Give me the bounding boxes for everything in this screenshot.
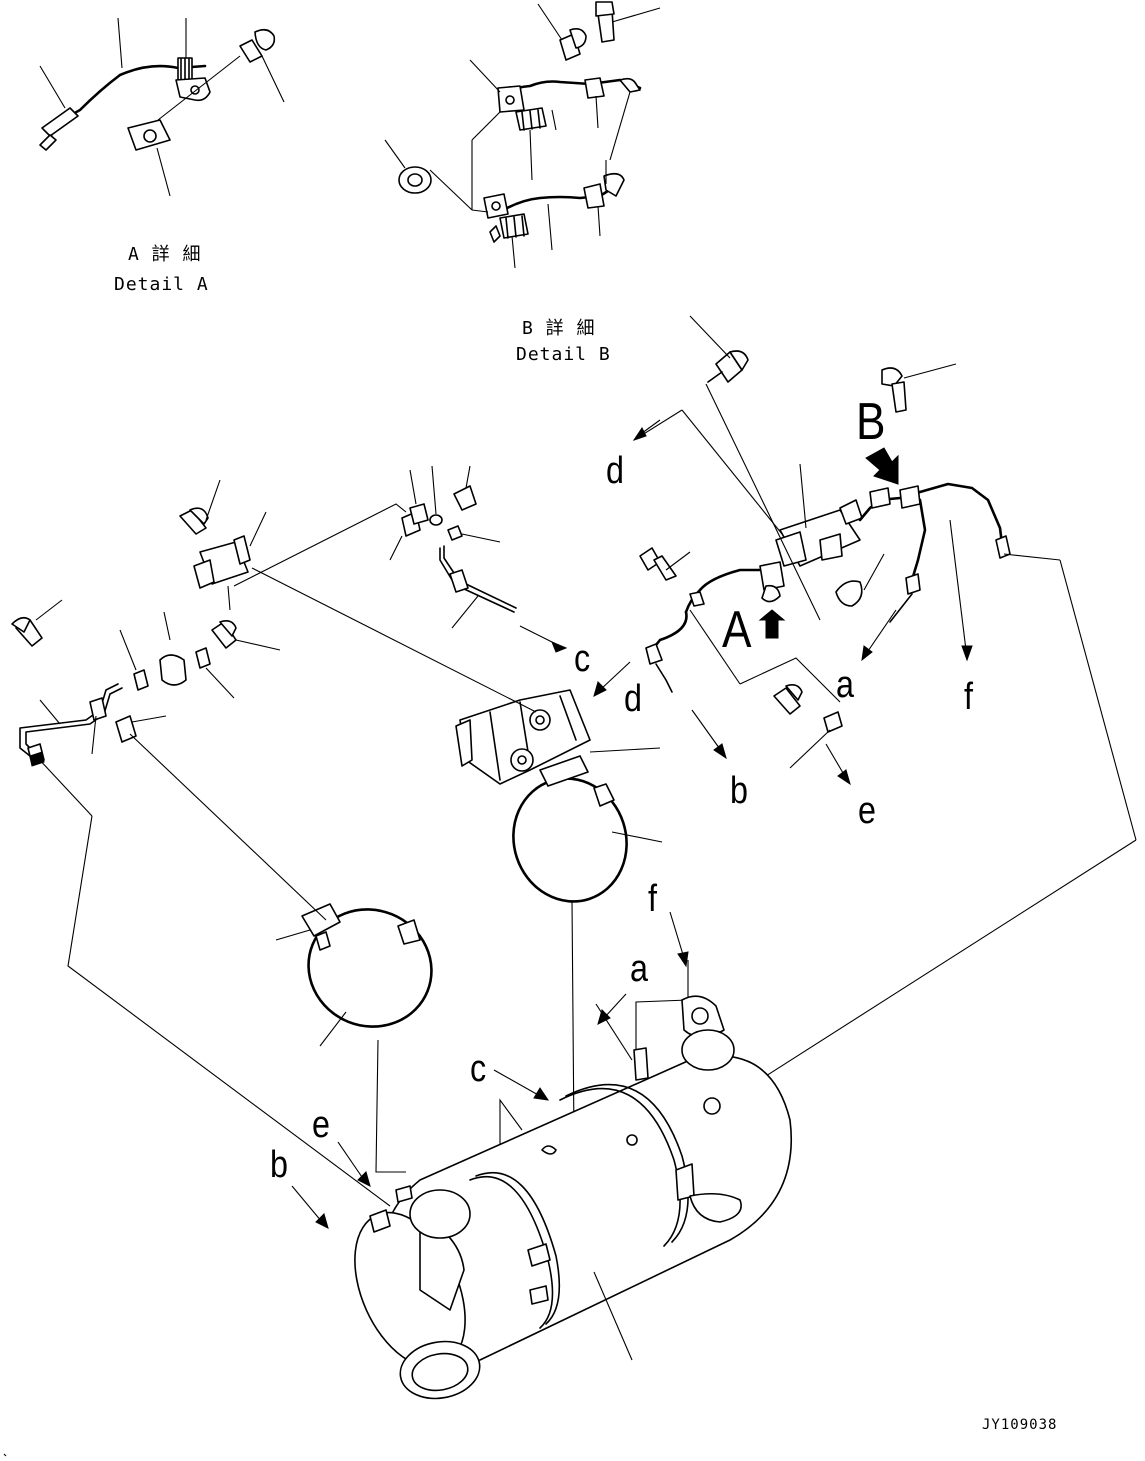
- view-marker-b: B: [856, 393, 886, 451]
- drawing-number: JY109038: [982, 1417, 1058, 1433]
- connection-label-e-mid: e: [858, 790, 876, 832]
- sensor-harness-drawing: [639, 315, 1011, 769]
- arrows: [291, 419, 973, 1229]
- connection-label-e-low: e: [312, 1104, 330, 1146]
- bracket-and-clamps: [275, 689, 663, 1047]
- connection-label-c-low: c: [470, 1048, 487, 1090]
- detail-a-caption-en: Detail A: [114, 274, 209, 295]
- detail-b-caption-jp: B 詳 細: [522, 318, 596, 339]
- connection-label-f-low: f: [648, 878, 657, 920]
- connection-label-b-low: b: [270, 1144, 288, 1186]
- detail-a-caption-jp: A 詳 細: [128, 244, 202, 265]
- aftertreatment-body: [354, 995, 792, 1400]
- sensor-pipe-parts: [11, 465, 517, 767]
- connection-label-a-low: a: [630, 948, 648, 990]
- detail-a-drawing: [39, 17, 285, 197]
- detail-b-caption-en: Detail B: [516, 344, 611, 365]
- connection-label-f-right: f: [964, 676, 973, 718]
- view-marker-a: A: [722, 601, 752, 659]
- connection-label-b-mid: b: [730, 770, 748, 812]
- connection-label-c-mid: c: [574, 638, 591, 680]
- detail-b-drawing: [384, 1, 661, 269]
- connection-label-d-top: d: [606, 450, 624, 492]
- routing-lines: [35, 383, 1137, 1207]
- connection-label-d-mid: d: [624, 678, 642, 720]
- corner-tick: [3, 1453, 7, 1457]
- connection-label-a-right: a: [836, 664, 854, 706]
